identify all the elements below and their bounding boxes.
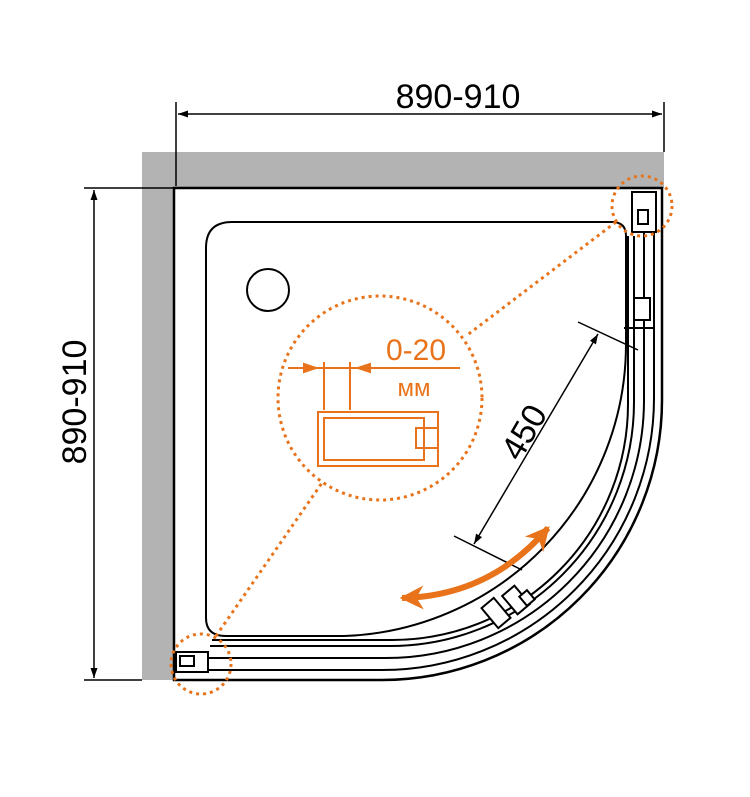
adjust-arrow-left bbox=[303, 362, 320, 374]
side-wall bbox=[142, 152, 176, 680]
curved-glass-inner bbox=[206, 232, 645, 659]
detail-marker-bottom bbox=[169, 632, 233, 696]
adjust-arrow-right bbox=[354, 362, 371, 374]
width-dimension: 890-910 bbox=[175, 78, 665, 186]
door-ext-top bbox=[577, 321, 639, 351]
detail-marker-top bbox=[610, 174, 674, 238]
double-arrow-icon bbox=[399, 526, 551, 610]
drain-icon bbox=[246, 268, 290, 312]
wall-profile-inner bbox=[323, 417, 425, 461]
door-dim-line bbox=[473, 333, 599, 545]
detail-magnifier bbox=[276, 294, 484, 502]
curved-door-line-2 bbox=[212, 236, 629, 641]
enclosure-frame bbox=[175, 191, 657, 673]
curved-glass-outer bbox=[206, 232, 655, 671]
depth-label: 890-910 bbox=[56, 340, 94, 465]
wall-profile-outer bbox=[317, 411, 439, 467]
top-profile-clip bbox=[637, 209, 649, 225]
detail-callout: 0-20 мм bbox=[169, 174, 674, 696]
profile-section bbox=[288, 362, 460, 467]
door-handle-top bbox=[633, 297, 651, 321]
curved-door-line bbox=[210, 236, 635, 647]
adjustment-label: 0-20 bbox=[386, 334, 446, 367]
profile-notch bbox=[415, 427, 438, 449]
walls bbox=[142, 152, 664, 680]
left-profile-clip bbox=[179, 655, 195, 667]
unit-label: мм bbox=[398, 375, 431, 402]
width-label: 890-910 bbox=[396, 78, 521, 116]
depth-dimension: 890-910 bbox=[56, 187, 174, 681]
back-wall bbox=[142, 152, 664, 188]
